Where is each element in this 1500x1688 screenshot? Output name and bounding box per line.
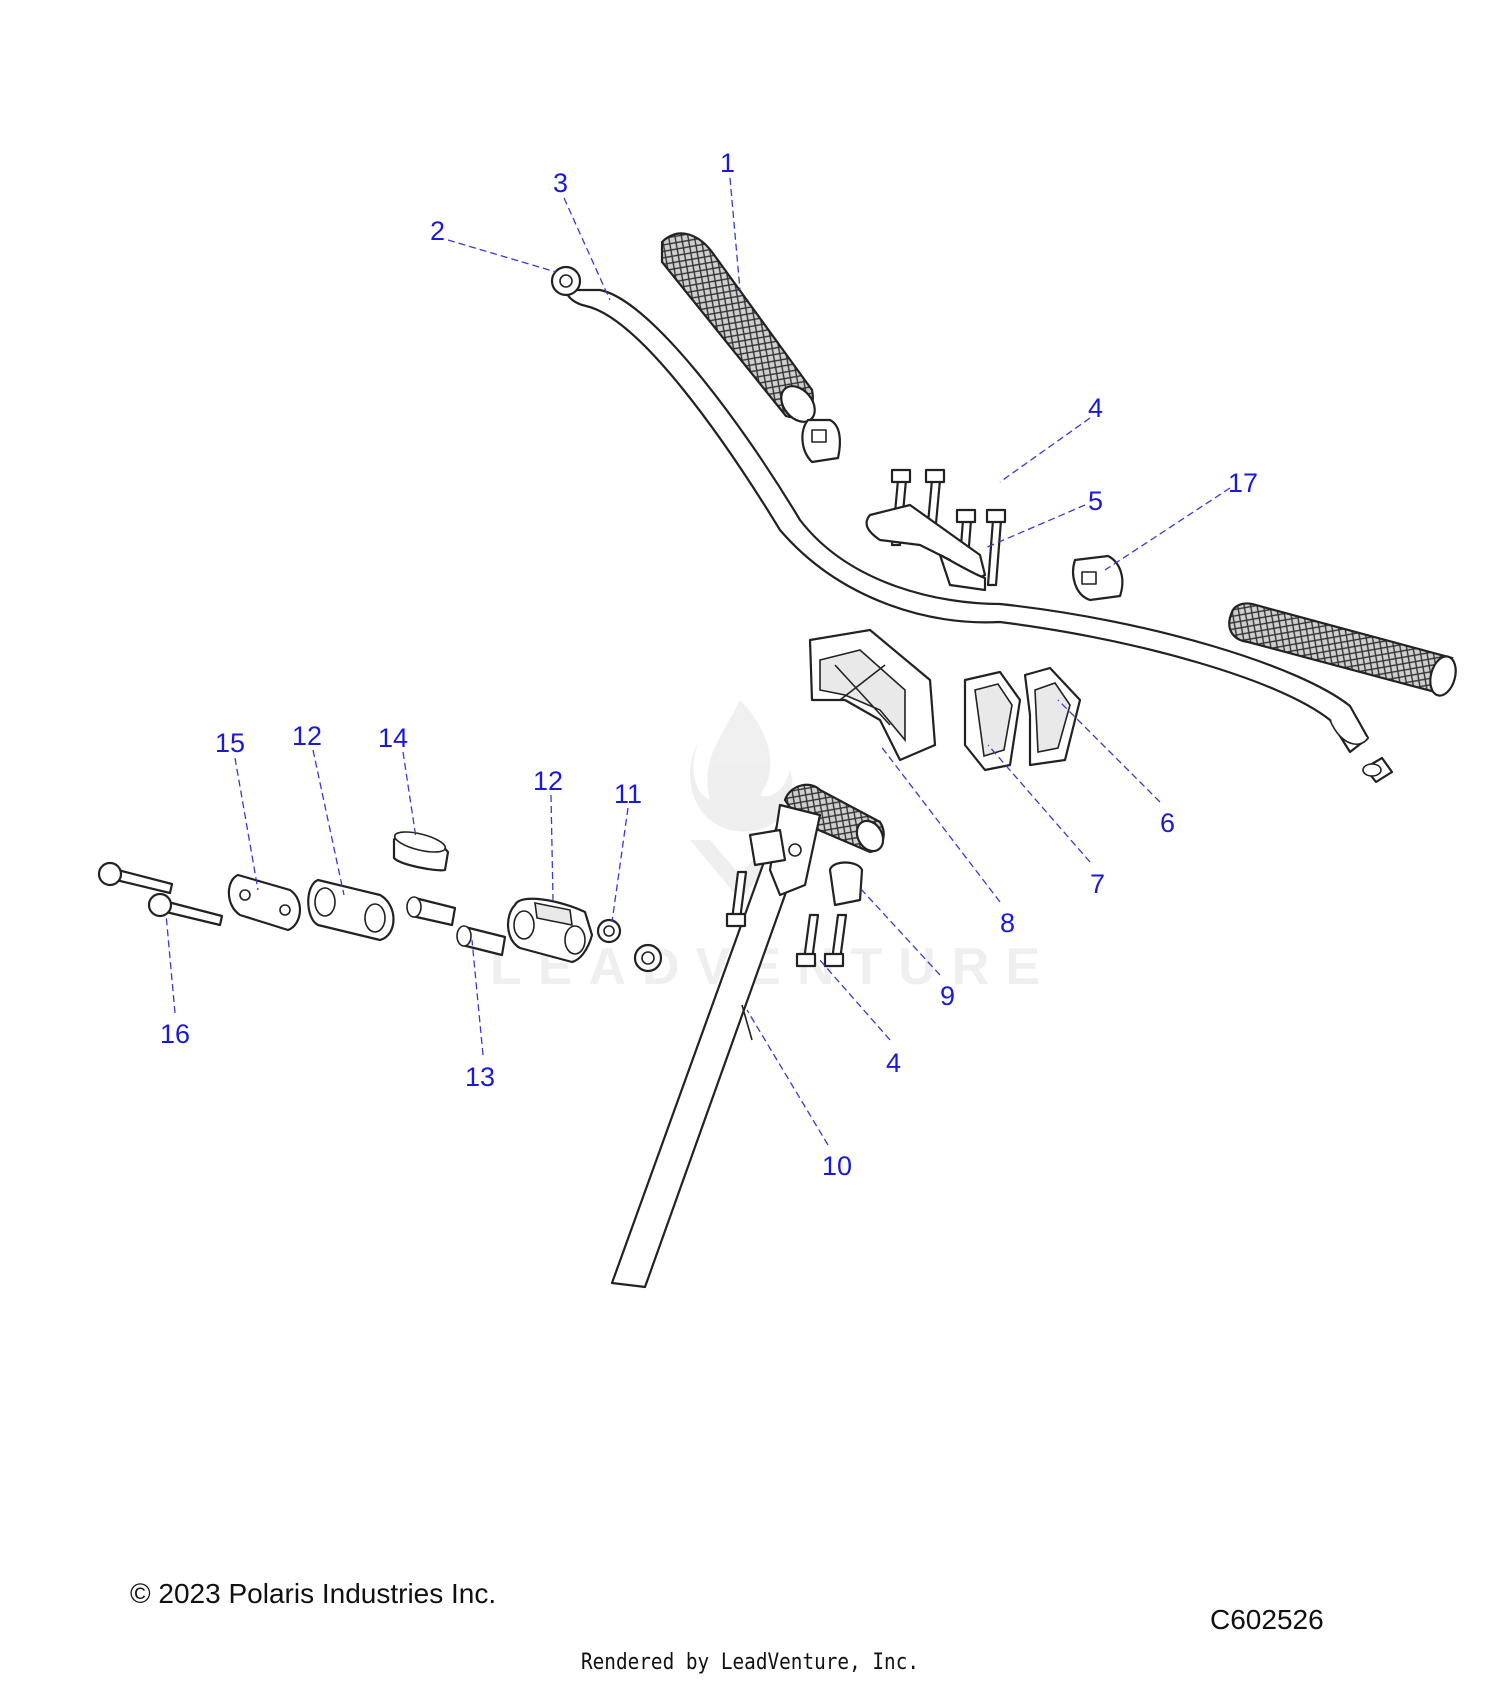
diagram-reference-code: C602526	[1210, 1604, 1324, 1635]
callout-6: 6	[1160, 808, 1175, 838]
parts	[97, 232, 1457, 1289]
clamp-12a	[307, 878, 395, 942]
callout-12-right: 12	[533, 766, 563, 796]
callout-7: 7	[1090, 869, 1105, 899]
spacer-14	[392, 831, 450, 872]
collar-17	[1072, 554, 1124, 602]
callout-labels: 1 2 3 4 5 17 6 7 8 9 4 10 15 12 14 12 11…	[160, 148, 1258, 1181]
callout-11: 11	[614, 779, 642, 809]
callout-13: 13	[465, 1062, 495, 1092]
clamp-9	[748, 828, 864, 907]
grip-collar	[801, 418, 841, 464]
copyright-notice: © 2023 Polaris Industries Inc.	[130, 1578, 497, 1609]
callout-5: 5	[1088, 486, 1103, 516]
steering-post	[610, 783, 885, 1289]
bolts-lower	[725, 870, 848, 968]
callout-9: 9	[940, 981, 955, 1011]
callout-14: 14	[378, 723, 408, 753]
clamp-top	[865, 503, 987, 592]
nut-11	[596, 918, 622, 944]
callout-1: 1	[720, 148, 735, 178]
bushing-lower	[456, 925, 507, 957]
grip-left	[660, 232, 816, 423]
callout-17: 17	[1228, 468, 1258, 498]
plate-15	[227, 873, 301, 932]
handlebar	[565, 287, 1370, 754]
leader-lines	[165, 177, 1231, 1146]
callout-16: 16	[160, 1019, 190, 1049]
callout-4-lower: 4	[886, 1048, 901, 1078]
callout-15: 15	[215, 728, 245, 758]
bushing-upper	[406, 896, 457, 927]
nut	[633, 943, 663, 973]
bolts-16	[97, 861, 224, 927]
bar-end-plug	[550, 265, 582, 297]
callout-12-left: 12	[292, 721, 322, 751]
riser-block	[808, 628, 937, 762]
bar-end-plug-right	[1362, 756, 1394, 784]
callout-3: 3	[553, 168, 568, 198]
clamp-half-7	[963, 670, 1022, 772]
callout-10: 10	[822, 1151, 852, 1181]
clamp-half-6	[1023, 666, 1082, 767]
callout-4-upper: 4	[1088, 393, 1103, 423]
rendered-by-credit: Rendered by LeadVenture, Inc.	[580, 1650, 920, 1675]
clamp-12b	[507, 897, 594, 964]
callout-8: 8	[1000, 908, 1015, 938]
grip-right	[1228, 602, 1457, 697]
callout-2: 2	[430, 216, 445, 246]
